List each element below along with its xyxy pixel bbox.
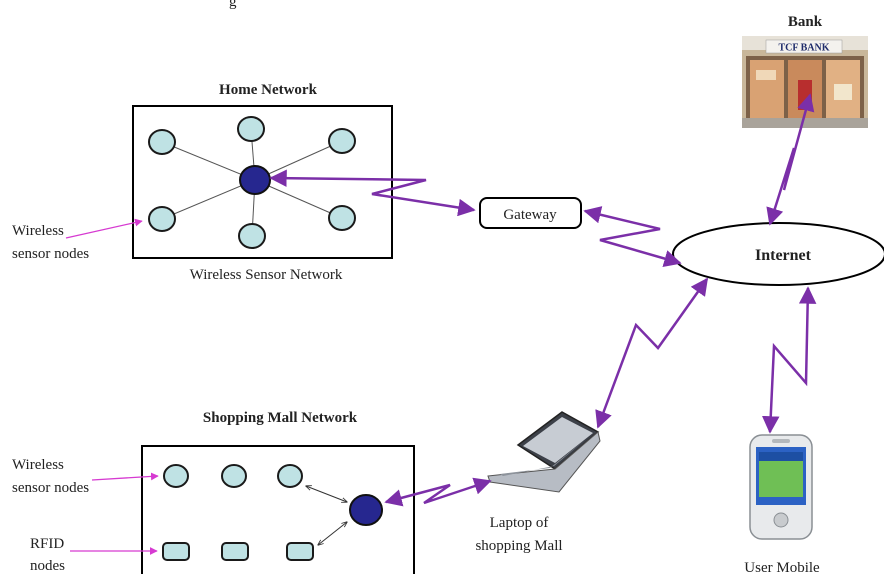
home-network-caption: Wireless Sensor Network [190, 267, 343, 283]
home-sensor-pointer-label-line2: sensor nodes [12, 246, 89, 262]
gateway-internet-wireless-link [583, 206, 682, 268]
mall-sensor-pointer-arrow [91, 472, 159, 481]
mallhub-laptop-wireless-link [384, 477, 492, 507]
mall-hub-node [349, 494, 383, 526]
gateway-box [479, 197, 582, 229]
rfid-node [162, 542, 190, 561]
rfid-node [221, 542, 249, 561]
laptop-icon [487, 411, 601, 493]
mall-network-title: Shopping Mall Network [203, 410, 358, 426]
mobile-label: User Mobile [744, 560, 820, 574]
sensor-node [328, 205, 356, 231]
sensor-node [148, 206, 176, 232]
sensor-node [237, 116, 265, 142]
mall-sensor-pointer-label-line1: Wireless [12, 457, 64, 473]
mall-sensor-nodes [163, 464, 303, 488]
mall-sensor-pointer-label-line2: sensor nodes [12, 480, 89, 496]
bank-title: Bank [788, 14, 823, 30]
cropped-heading-fragment: g [229, 0, 237, 10]
sensor-node [148, 129, 176, 155]
home-network-title: Home Network [219, 82, 318, 98]
laptop-label-line2: shopping Mall [475, 538, 562, 554]
home-sensor-pointer-label-line1: Wireless [12, 223, 64, 239]
home-hub-node [239, 165, 271, 195]
rfid-pointer-label-line2: nodes [30, 558, 65, 574]
sensor-node [238, 223, 266, 249]
sensor-node [277, 464, 303, 488]
internet-laptop-wireless-link [595, 277, 709, 429]
sensor-to-hub-arrow [306, 486, 347, 502]
sensor-node [328, 128, 356, 154]
home-sensor-pointer-arrow [65, 218, 143, 239]
bank-sign-logo: TCF BANK [778, 43, 829, 54]
mobile-phone-icon [749, 434, 813, 540]
gateway-label: Gateway [503, 207, 557, 223]
rfid-to-hub-arrow [318, 522, 347, 545]
internet-mobile-wireless-link [761, 286, 817, 434]
laptop-label-line1: Laptop of [490, 515, 549, 531]
sensor-node [163, 464, 189, 488]
internet-bank-wireless-link [766, 93, 815, 226]
sensor-node [221, 464, 247, 488]
rfid-node [286, 542, 314, 561]
hub-gateway-wireless-link [269, 169, 476, 217]
rfid-pointer-label-line1: RFID [30, 536, 64, 552]
internet-label: Internet [755, 247, 812, 264]
mall-rfid-nodes [162, 542, 314, 561]
